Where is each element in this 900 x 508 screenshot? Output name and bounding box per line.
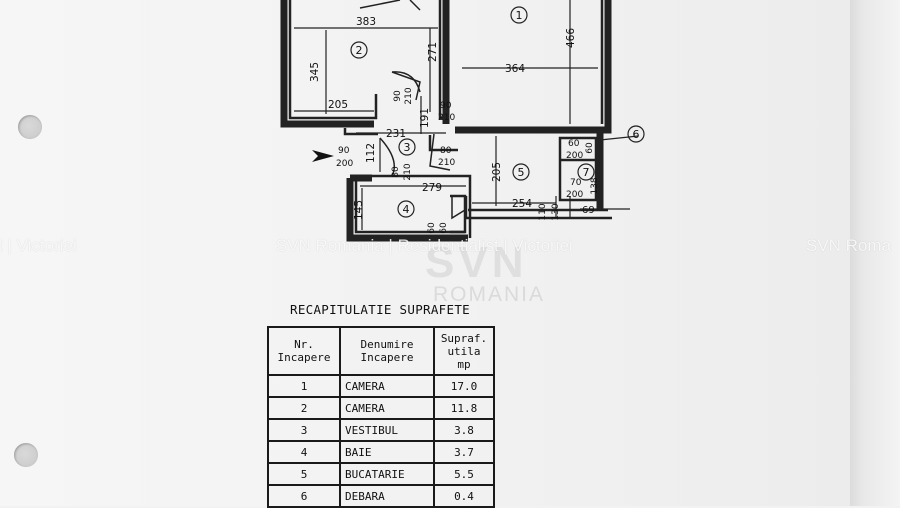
room-number-6: 6 — [633, 128, 640, 141]
dim-138: 138 — [590, 177, 600, 194]
floor-plan: 383 345 271 205 364 466 231 191 112 279 … — [280, 0, 645, 242]
wall-inner — [354, 176, 465, 234]
room-number-2: 2 — [356, 44, 363, 57]
room-number-3: 3 — [404, 141, 411, 154]
sheet-edge — [850, 0, 900, 506]
wall-inner — [343, 128, 378, 136]
dim-466: 466 — [565, 28, 577, 48]
table-row: 5 BUCATARIE 5.5 — [267, 462, 495, 486]
wall — [455, 0, 612, 134]
door-height: 210 — [404, 87, 414, 104]
door-swing — [409, 0, 421, 11]
dim-205-kitchen: 205 — [491, 162, 503, 182]
door-swing — [451, 196, 466, 220]
door-swing — [391, 71, 421, 93]
dim-254: 254 — [512, 198, 532, 210]
door-width: 90 — [393, 90, 403, 102]
svn-logo-watermark: SVN ROMANIA — [425, 238, 546, 306]
dim-112: 112 — [365, 143, 377, 163]
closet-wall — [558, 136, 598, 202]
door-width: 60 — [427, 222, 437, 234]
door-height: 200 — [566, 151, 583, 161]
dim-231: 231 — [386, 128, 406, 140]
table-row: 1 CAMERA 17.0 — [267, 374, 495, 398]
table-row: 3 VESTIBUL 3.8 — [267, 418, 495, 442]
wall-inner — [288, 0, 378, 120]
door-width: 80 — [440, 146, 452, 156]
wall-inner — [428, 135, 458, 152]
entrance-arrow-icon — [312, 150, 334, 162]
door-width: 80 — [391, 166, 401, 178]
room-number-7: 7 — [583, 166, 590, 179]
table-row: 4 BAIE 3.7 — [267, 440, 495, 464]
room-number-1: 1 — [516, 9, 523, 22]
wall — [280, 0, 374, 128]
dim-345: 345 — [309, 62, 321, 82]
dim-364: 364 — [505, 63, 525, 75]
room-number-5: 5 — [518, 166, 525, 179]
door-width: 70 — [570, 178, 582, 188]
door-height: 210 — [438, 158, 455, 168]
door-width: 90 — [338, 146, 350, 156]
door-height: 210 — [403, 163, 413, 180]
dim-383: 383 — [356, 16, 376, 28]
wall — [346, 178, 468, 242]
wall-inner — [438, 0, 448, 120]
watermark-text-left: t | Victoriei — [0, 236, 77, 255]
wall-inner — [450, 194, 467, 234]
dim-205: 205 — [328, 99, 348, 111]
dim-145: 145 — [353, 200, 365, 220]
dim-279: 279 — [422, 182, 442, 194]
header-nr: Nr.Incapere — [267, 326, 341, 376]
door-height: 200 — [566, 190, 583, 200]
dim-130: 130 — [551, 203, 561, 220]
door-width: 60 — [585, 142, 595, 154]
door-swing — [429, 133, 451, 171]
table-row: 2 CAMERA 11.8 — [267, 396, 495, 420]
door-width: 90 — [440, 101, 452, 111]
punch-hole — [14, 443, 38, 467]
watermark-text-right: SVN Roma — [806, 236, 892, 255]
room-number-4: 4 — [403, 203, 410, 216]
dim-69: 69 — [582, 205, 595, 216]
dim-110: 110 — [538, 203, 548, 220]
table-row: 6 DEBARA 0.4 — [267, 484, 495, 508]
door-height: 200 — [336, 159, 353, 169]
door-width: 60 — [568, 139, 580, 149]
watermark-text-center: SVN Romania | Residentialist | Victoriei — [276, 236, 573, 255]
dim-191: 191 — [419, 108, 431, 128]
leader-line — [599, 135, 639, 141]
door-swing — [379, 137, 395, 177]
door-height: 60 — [439, 222, 449, 234]
door-swing — [391, 71, 421, 101]
recap-title: RECAPITULATIE SUPRAFETE — [290, 302, 470, 317]
door-swing — [359, 0, 401, 9]
door-height: 210 — [438, 113, 455, 123]
punch-hole — [18, 115, 42, 139]
dim-271: 271 — [427, 42, 439, 62]
